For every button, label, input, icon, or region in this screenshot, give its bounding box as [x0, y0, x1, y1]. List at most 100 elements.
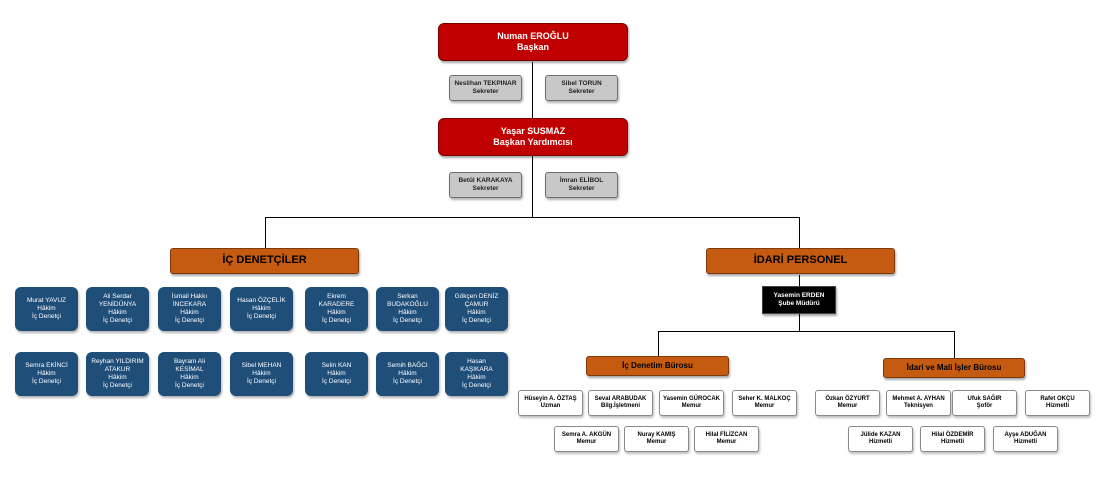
auditor-card-line: İç Denetçi: [393, 377, 422, 385]
staff-title: Uzman: [540, 403, 561, 409]
auditor-card-line: KESİMAL: [175, 366, 204, 374]
audit-office-header: İç Denetim Bürosu: [586, 356, 729, 376]
auditor-card-line: Hâkim: [108, 309, 127, 316]
branch-manager-box: Yasemin ERDEN Şube Müdürü: [762, 286, 836, 314]
auditor-card-line: Hâkim: [252, 370, 271, 378]
connector-line: [265, 217, 266, 248]
auditor-card-line: Reyhan YILDIRIM: [91, 358, 144, 366]
auditor-card-line: Gökçen DENİZ: [454, 293, 499, 301]
auditor-card-line: İç Denetçi: [462, 381, 491, 389]
staff-name: Seher K. MALKOÇ: [738, 395, 791, 402]
auditor-card-line: Selin KAN: [321, 362, 352, 370]
connector-line: [532, 62, 533, 118]
deputy-name: Yaşar SUSMAZ: [500, 126, 566, 137]
staff-name: Hüseyin A. ÖZTAŞ: [524, 395, 577, 402]
auditor-card-line: İsmail Hakkı: [171, 293, 208, 301]
staff-name: Ayşe ADUĞAN: [1004, 431, 1047, 438]
auditor-card-line: YENİDÜNYA: [98, 301, 137, 309]
auditor-card-line: Hasan: [467, 358, 486, 366]
head-secretary-2: Sibel TORUN Sekreter: [545, 75, 618, 101]
staff-title: Hizmetli: [940, 439, 964, 445]
admin-office-header: İdari ve Mali İşler Bürosu: [883, 358, 1025, 378]
staff-title: Memur: [681, 403, 702, 409]
auditor-card-line: Hâkim: [398, 370, 417, 378]
connector-line: [799, 217, 800, 248]
auditor-card-line: Sibel MEHAN: [241, 362, 282, 370]
auditor-card-line: İç Denetçi: [322, 377, 351, 385]
staff-name: Hilal FİLİZCAN: [705, 431, 748, 438]
auditor-card-line: Hâkim: [37, 370, 56, 378]
auditor-card-line: Murat YAVUZ: [26, 297, 66, 305]
auditor-card-line: Hâkim: [327, 309, 346, 316]
auditor-card-line: KAŞIKARA: [460, 366, 493, 374]
auditor-card-line: İç Denetçi: [175, 316, 204, 324]
auditor-card-line: Hâkim: [252, 305, 271, 313]
staff-title: Hizmetli: [1013, 439, 1037, 445]
connector-line: [658, 331, 954, 332]
auditor-card-line: İç Denetçi: [32, 312, 61, 320]
auditor-card-line: Hâkim: [180, 374, 199, 381]
auditor-card-line: Hâkim: [467, 309, 486, 316]
staff-name: Mehmet A. AYHAN: [892, 395, 945, 402]
auditor-card-line: Hasan ÖZÇELİK: [237, 297, 286, 305]
staff-name: Rafet OKÇU: [1040, 395, 1075, 402]
deputy-box: Yaşar SUSMAZ Başkan Yardımcısı: [438, 118, 628, 156]
staff-title: Hizmetli: [1045, 403, 1069, 409]
auditor-card-line: Hâkim: [37, 305, 56, 313]
staff-name: Hilal ÖZDEMİR: [931, 431, 974, 438]
staff-title: Hizmetli: [868, 439, 892, 445]
auditor-card-line: ÇAMUR: [464, 301, 489, 309]
staff-title: Memur: [576, 439, 597, 445]
head-title: Başkan: [516, 42, 550, 52]
connector-line: [532, 156, 533, 217]
internal-auditors-header: İÇ DENETÇİLER: [170, 248, 359, 274]
deputy-secretary-2: İmran ELİBOL Sekreter: [545, 172, 618, 198]
auditor-card-line: Hâkim: [327, 370, 346, 378]
auditor-card-line: ATAKUR: [104, 366, 131, 374]
auditor-card-line: Hâkim: [180, 309, 199, 316]
connector-line: [265, 217, 799, 218]
auditor-card-line: Hâkim: [398, 309, 417, 316]
auditor-card-line: Serkan: [397, 293, 418, 301]
staff-name: Yasemin GÜROCAK: [662, 395, 720, 402]
auditor-card-line: Semih BAĞCI: [387, 362, 428, 370]
auditor-card-line: İç Denetçi: [247, 312, 276, 320]
staff-name: Jülide KAZAN: [860, 431, 901, 438]
staff-title: Şoför: [976, 403, 993, 409]
auditor-card-line: İç Denetçi: [322, 316, 351, 324]
auditor-card-line: Ekrem: [327, 293, 346, 301]
staff-name: Özkan ÖZYURT: [825, 395, 870, 402]
auditor-card-line: İç Denetçi: [103, 316, 132, 324]
staff-title: Memur: [754, 403, 775, 409]
deputy-secretary-1: Betül KARAKAYA Sekreter: [449, 172, 522, 198]
auditor-card-line: Hâkim: [108, 374, 127, 381]
staff-title: Memur: [837, 403, 858, 409]
auditor-card-line: Hâkim: [467, 374, 486, 381]
staff-title: Memur: [716, 439, 737, 445]
auditor-card-line: İç Denetçi: [462, 316, 491, 324]
deputy-title: Başkan Yardımcısı: [493, 137, 573, 147]
admin-personnel-header: İDARİ PERSONEL: [706, 248, 895, 274]
auditor-card-line: BUDAKOĞLU: [387, 301, 428, 309]
head-box: Numan EROĞLU Başkan: [438, 23, 628, 61]
